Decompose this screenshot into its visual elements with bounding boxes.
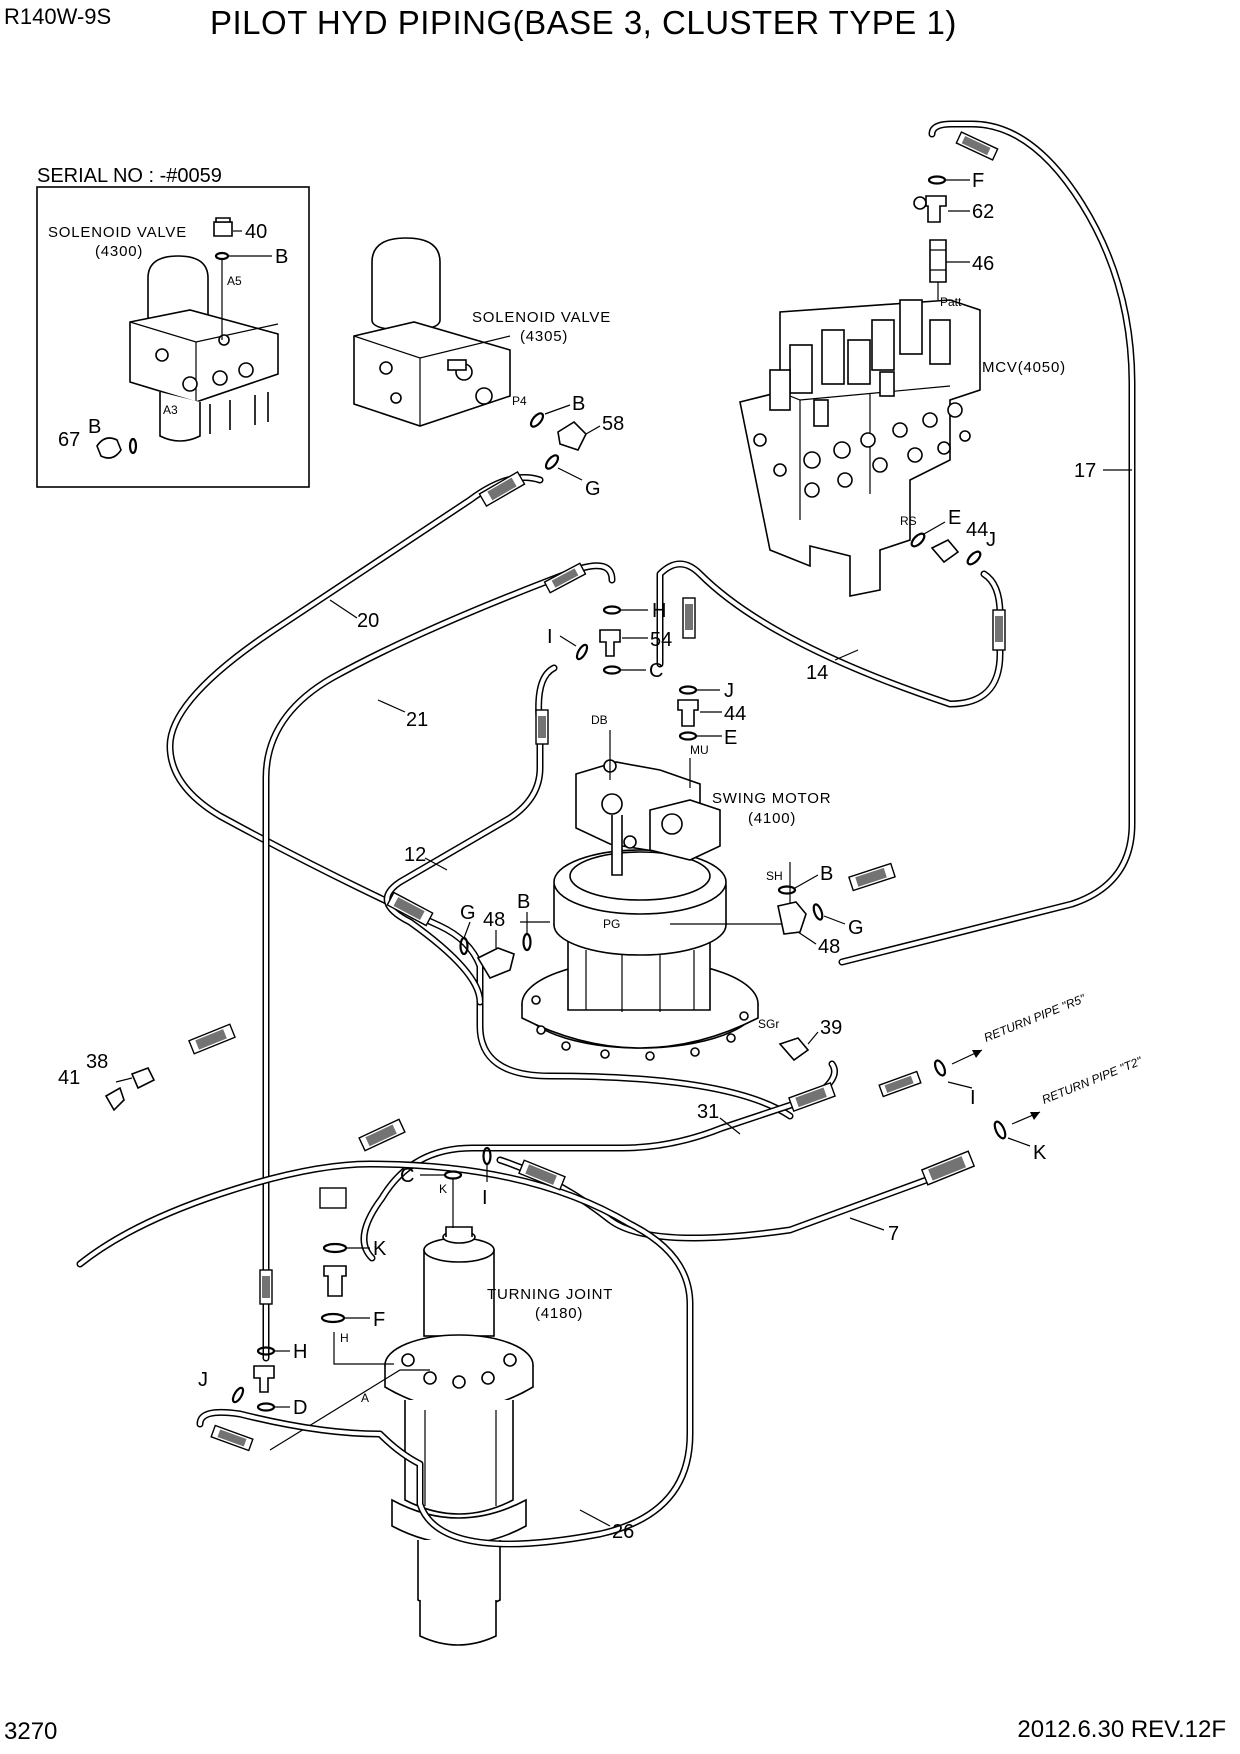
page-number: 3270 — [4, 1718, 58, 1745]
callout-39: 39 — [820, 1017, 842, 1039]
callout-h-2: H — [293, 1341, 307, 1363]
return-pipe-t2: RETURN PIPE "T2" — [1040, 1054, 1145, 1107]
callout-54: 54 — [650, 629, 672, 651]
callout-j-2: J — [724, 680, 734, 702]
callout-e-2: E — [724, 727, 737, 749]
callout-b-5: B — [820, 863, 833, 885]
callout-31: 31 — [697, 1101, 719, 1123]
callout-20: 20 — [357, 610, 379, 632]
callout-58: 58 — [602, 413, 624, 435]
port-tag-h: H — [340, 1331, 349, 1345]
solenoid-4305-name: SOLENOID VALVE — [472, 309, 611, 326]
callout-g-3: G — [848, 917, 864, 939]
swing-motor-4100: SWING MOTOR (4100) DB MU SH PG SGr — [521, 713, 831, 1061]
turning-joint-code: (4180) — [535, 1305, 583, 1322]
mcv-4050: MCV(4050) Patt RS — [739, 295, 1066, 597]
callout-38: 38 — [86, 1051, 108, 1073]
callout-12: 12 — [404, 844, 426, 866]
callout-g-1: G — [585, 478, 601, 500]
callout-41: 41 — [58, 1067, 80, 1089]
callout-44-2: 44 — [724, 703, 746, 725]
port-tag-a: A — [361, 1391, 369, 1405]
callout-f-1: F — [972, 170, 984, 192]
callout-k-2: K — [373, 1238, 387, 1260]
callout-21: 21 — [406, 709, 428, 731]
callout-b-4: B — [517, 891, 530, 913]
callout-h-1: H — [652, 600, 666, 622]
callout-b-3: B — [572, 393, 585, 415]
swing-motor-code: (4100) — [748, 810, 796, 827]
callout-i-3: I — [482, 1187, 488, 1209]
port-tag-patt: Patt — [940, 295, 962, 309]
callout-17: 17 — [1074, 460, 1096, 482]
port-tag-sh: SH — [766, 869, 783, 883]
port-tag-a5: A5 — [227, 274, 242, 288]
callout-48-2: 48 — [818, 936, 840, 958]
page-title: PILOT HYD PIPING(BASE 3, CLUSTER TYPE 1) — [210, 4, 957, 41]
port-tag-rs: RS — [900, 514, 917, 528]
turning-joint-4180: TURNING JOINT (4180) K H A — [340, 1182, 613, 1646]
model-number: R140W-9S — [4, 4, 112, 29]
callout-g-2: G — [460, 902, 476, 924]
callout-7: 7 — [888, 1223, 899, 1245]
callout-e-1: E — [948, 507, 961, 529]
callout-46: 46 — [972, 253, 994, 275]
solenoid-4305-code: (4305) — [520, 328, 568, 345]
solenoid-4300-code: (4300) — [95, 243, 143, 260]
callout-b-2: B — [88, 416, 101, 438]
callout-j-1: J — [986, 529, 996, 551]
port-tag-p4: P4 — [512, 394, 527, 408]
callout-f-2: F — [373, 1309, 385, 1331]
revision-date: 2012.6.30 REV.12F — [1017, 1716, 1226, 1743]
callout-40: 40 — [245, 221, 267, 243]
callout-c-1: C — [649, 660, 663, 682]
hose-fittings — [188, 131, 1006, 1452]
serial-inset: SERIAL NO : -#0059 SOLENOID VALVE (4300)… — [36, 165, 310, 488]
callout-26: 26 — [612, 1521, 634, 1543]
callout-j-3: J — [198, 1369, 208, 1391]
callout-i-1: I — [547, 626, 553, 648]
callout-48-1: 48 — [483, 909, 505, 931]
solenoid-valve-4300: A5 A3 — [129, 255, 279, 442]
port-tag-k: K — [439, 1182, 447, 1196]
port-tag-a3: A3 — [163, 403, 178, 417]
callout-i-2: I — [970, 1087, 976, 1109]
callout-62: 62 — [972, 201, 994, 223]
callout-67: 67 — [58, 429, 80, 451]
solenoid-valve-4305: SOLENOID VALVE (4305) P4 — [353, 237, 611, 427]
port-tag-mu: MU — [690, 743, 709, 757]
return-pipe-r5: RETURN PIPE "R5" — [982, 991, 1088, 1045]
swing-motor-name: SWING MOTOR — [712, 790, 831, 807]
solenoid-4300-name: SOLENOID VALVE — [48, 224, 187, 241]
callout-c-2: C — [400, 1165, 414, 1187]
serial-label: SERIAL NO : -#0059 — [37, 165, 222, 187]
callout-d-1: D — [293, 1397, 307, 1419]
mcv-name: MCV(4050) — [982, 359, 1066, 376]
callout-44-1: 44 — [966, 519, 988, 541]
port-tag-db: DB — [591, 713, 608, 727]
callout-b-1: B — [275, 246, 288, 268]
callout-k-1: K — [1033, 1142, 1047, 1164]
port-tag-pg: PG — [603, 917, 620, 931]
port-tag-sgr: SGr — [758, 1017, 779, 1031]
callout-14: 14 — [806, 662, 828, 684]
turning-joint-name: TURNING JOINT — [487, 1286, 613, 1303]
